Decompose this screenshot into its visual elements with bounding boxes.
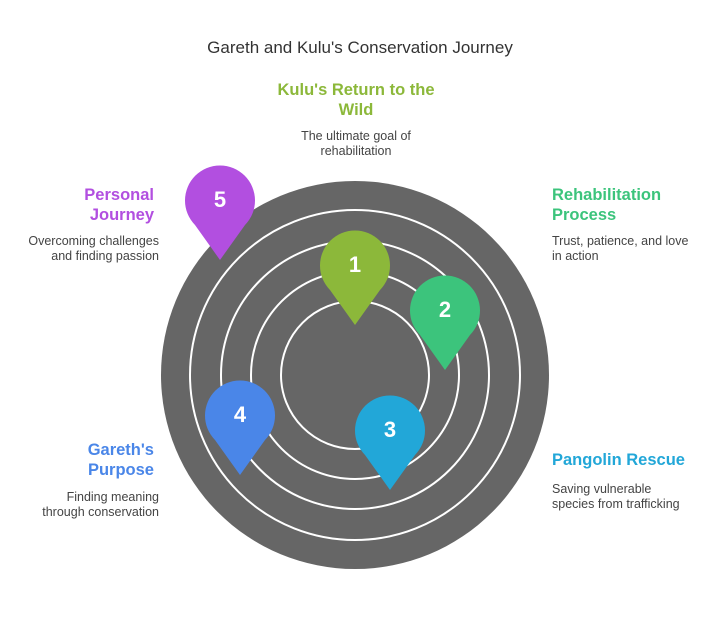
- pin-number-1: 1: [349, 252, 361, 277]
- step-5-heading: Personal Journey: [0, 185, 154, 225]
- step-5-desc-line2: and finding passion: [51, 249, 159, 263]
- pin-number-2: 2: [439, 297, 451, 322]
- step-2-desc-line1: Trust, patience, and love: [552, 234, 689, 248]
- step-3-description: Saving vulnerable species from trafficki…: [552, 482, 712, 512]
- step-2-heading-line1: Rehabilitation: [552, 186, 662, 204]
- step-4-desc-line1: Finding meaning: [66, 490, 159, 504]
- step-4-heading-line2: Purpose: [87, 461, 154, 479]
- step-3-desc-line2: species from trafficking: [552, 497, 680, 511]
- pin-number-4: 4: [234, 402, 247, 427]
- step-1-desc-line1: The ultimate goal of: [301, 129, 411, 143]
- step-3-heading: Pangolin Rescue: [552, 450, 712, 470]
- step-4-heading-line1: Gareth's: [87, 441, 154, 459]
- step-1-description: The ultimate goal of rehabilitation: [256, 129, 456, 159]
- step-2-description: Trust, patience, and love in action: [552, 234, 712, 264]
- step-5-heading-line2: Journey: [89, 206, 154, 224]
- pin-step-3[interactable]: 3: [354, 395, 425, 490]
- step-2-heading: Rehabilitation Process: [552, 185, 712, 225]
- step-4-desc-line2: through conservation: [42, 505, 159, 519]
- step-4-heading: Gareth's Purpose: [0, 440, 154, 480]
- step-5-heading-line1: Personal: [84, 186, 154, 204]
- pin-number-3: 3: [384, 417, 396, 442]
- step-5-desc-line1: Overcoming challenges: [28, 234, 159, 248]
- step-3-heading-line1: Pangolin Rescue: [552, 451, 685, 469]
- diagram-title: Gareth and Kulu's Conservation Journey: [207, 38, 513, 57]
- pin-step-1[interactable]: 1: [320, 230, 390, 325]
- pin-number-5: 5: [214, 187, 226, 212]
- step-1-heading-line1: Kulu's Return to the: [277, 81, 435, 99]
- pin-step-4[interactable]: 4: [205, 380, 275, 475]
- step-1-desc-line2: rehabilitation: [320, 144, 392, 158]
- pin-step-2[interactable]: 2: [409, 275, 480, 370]
- step-2-heading-line2: Process: [552, 206, 617, 224]
- step-2-desc-line2: in action: [552, 249, 599, 263]
- step-3-desc-line1: Saving vulnerable: [552, 482, 652, 496]
- step-1-heading: Kulu's Return to the Wild: [246, 80, 466, 120]
- step-1-heading-line2: Wild: [338, 101, 374, 119]
- pin-step-5[interactable]: 5: [184, 165, 255, 260]
- ring-4: [189, 209, 521, 541]
- step-5-description: Overcoming challenges and finding passio…: [0, 234, 159, 264]
- step-4-description: Finding meaning through conservation: [0, 490, 159, 520]
